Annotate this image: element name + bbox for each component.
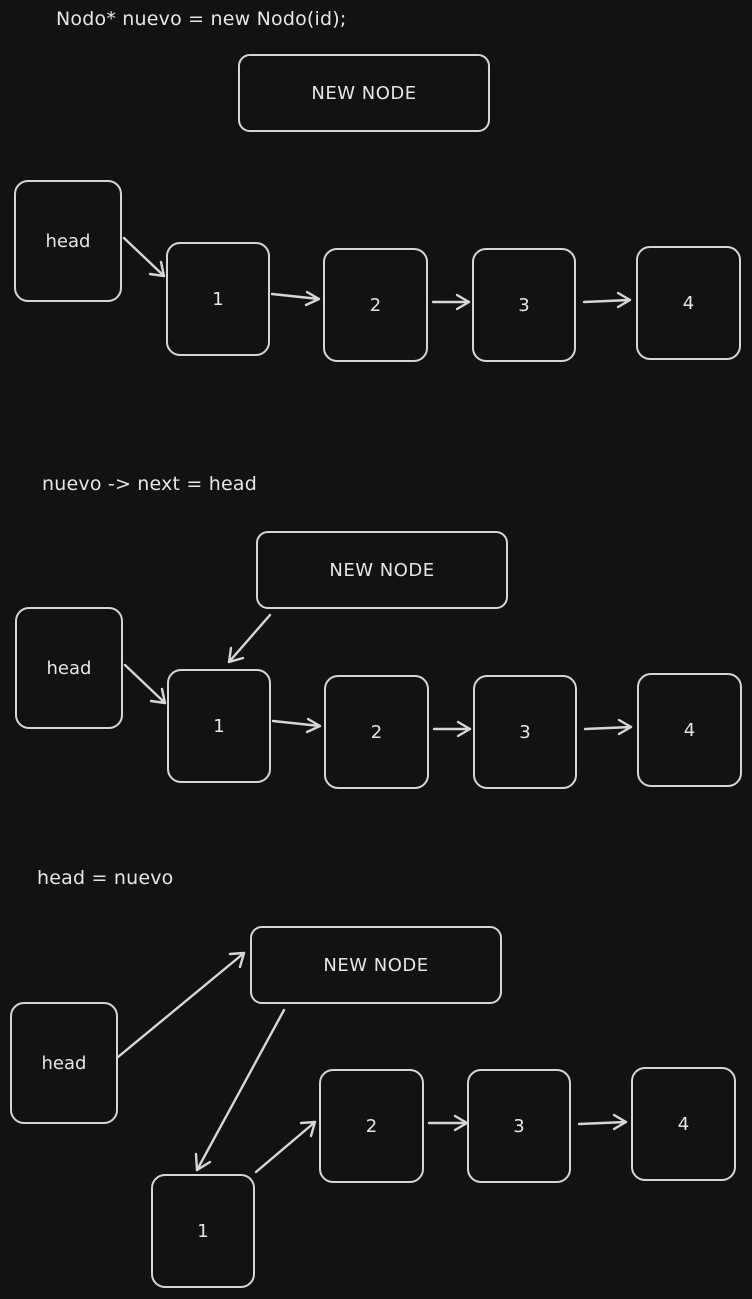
- step-2-node-2-label: 2: [370, 721, 383, 743]
- step-1-node-3: 3: [472, 248, 576, 362]
- step-1-arrow-3-to-4: [582, 291, 632, 309]
- step-1-code-caption: Nodo* nuevo = new Nodo(id);: [56, 8, 347, 30]
- step-1-arrow-1-to-2: [270, 290, 321, 307]
- step-2-node-4: 4: [637, 673, 742, 787]
- step-1-node-4: 4: [636, 246, 741, 360]
- step-1-node-3-label: 3: [518, 294, 530, 316]
- step-2-code-caption: nuevo -> next = head: [42, 473, 258, 495]
- step-2-arrow-2-to-3: [432, 720, 472, 738]
- step-3-new-node-box: NEW NODE: [250, 926, 502, 1004]
- step-2-new-node-label: NEW NODE: [329, 559, 435, 581]
- step-3-arrow-head-to-new: [116, 951, 246, 1059]
- step-2-node-1-label: 1: [213, 715, 225, 737]
- step-3-arrow-new-to-1: [194, 1008, 286, 1172]
- step-1-head-box: head: [14, 180, 122, 302]
- step-1-arrow-2-to-3: [431, 293, 471, 311]
- step-3-new-node-label: NEW NODE: [323, 954, 429, 976]
- step-3-head-box: head: [10, 1002, 118, 1124]
- step-2-node-3: 3: [473, 675, 577, 789]
- step-2-arrow-new-to-1: [227, 613, 272, 664]
- step-3-node-1-label: 1: [197, 1220, 209, 1242]
- step-3-node-2: 2: [319, 1069, 424, 1183]
- step-2-node-1: 1: [167, 669, 271, 783]
- step-3-arrow-3-to-4: [577, 1113, 628, 1131]
- step-2-head-label: head: [46, 657, 92, 679]
- step-3-arrow-1-to-2: [254, 1120, 317, 1174]
- step-2-node-2: 2: [324, 675, 429, 789]
- step-1-head-label: head: [45, 230, 91, 252]
- step-3-node-4-label: 4: [677, 1113, 690, 1135]
- step-1-new-node-label: NEW NODE: [311, 82, 417, 104]
- step-2-head-box: head: [15, 607, 123, 729]
- step-3-node-3-label: 3: [513, 1115, 525, 1137]
- step-1-node-1-label: 1: [212, 288, 224, 310]
- step-1-new-node-box: NEW NODE: [238, 54, 490, 132]
- step-3-node-2-label: 2: [365, 1115, 378, 1137]
- step-2-new-node-box: NEW NODE: [256, 531, 508, 609]
- step-2-arrow-head-to-1: [123, 663, 167, 705]
- step-2-arrow-1-to-2: [271, 717, 322, 734]
- step-1-node-1: 1: [166, 242, 270, 356]
- step-3-node-1: 1: [151, 1174, 255, 1288]
- step-1-node-2: 2: [323, 248, 428, 362]
- step-3-head-label: head: [41, 1052, 87, 1074]
- step-3-arrow-2-to-3: [427, 1114, 469, 1132]
- step-3-node-4: 4: [631, 1067, 736, 1181]
- step-2-node-3-label: 3: [519, 721, 531, 743]
- step-3-code-caption: head = nuevo: [37, 867, 174, 889]
- step-1-node-4-label: 4: [682, 292, 695, 314]
- step-1-node-2-label: 2: [369, 294, 382, 316]
- step-3-node-3: 3: [467, 1069, 571, 1183]
- step-2-node-4-label: 4: [683, 719, 696, 741]
- step-1-arrow-head-to-1: [122, 236, 166, 278]
- step-2-arrow-3-to-4: [583, 718, 633, 736]
